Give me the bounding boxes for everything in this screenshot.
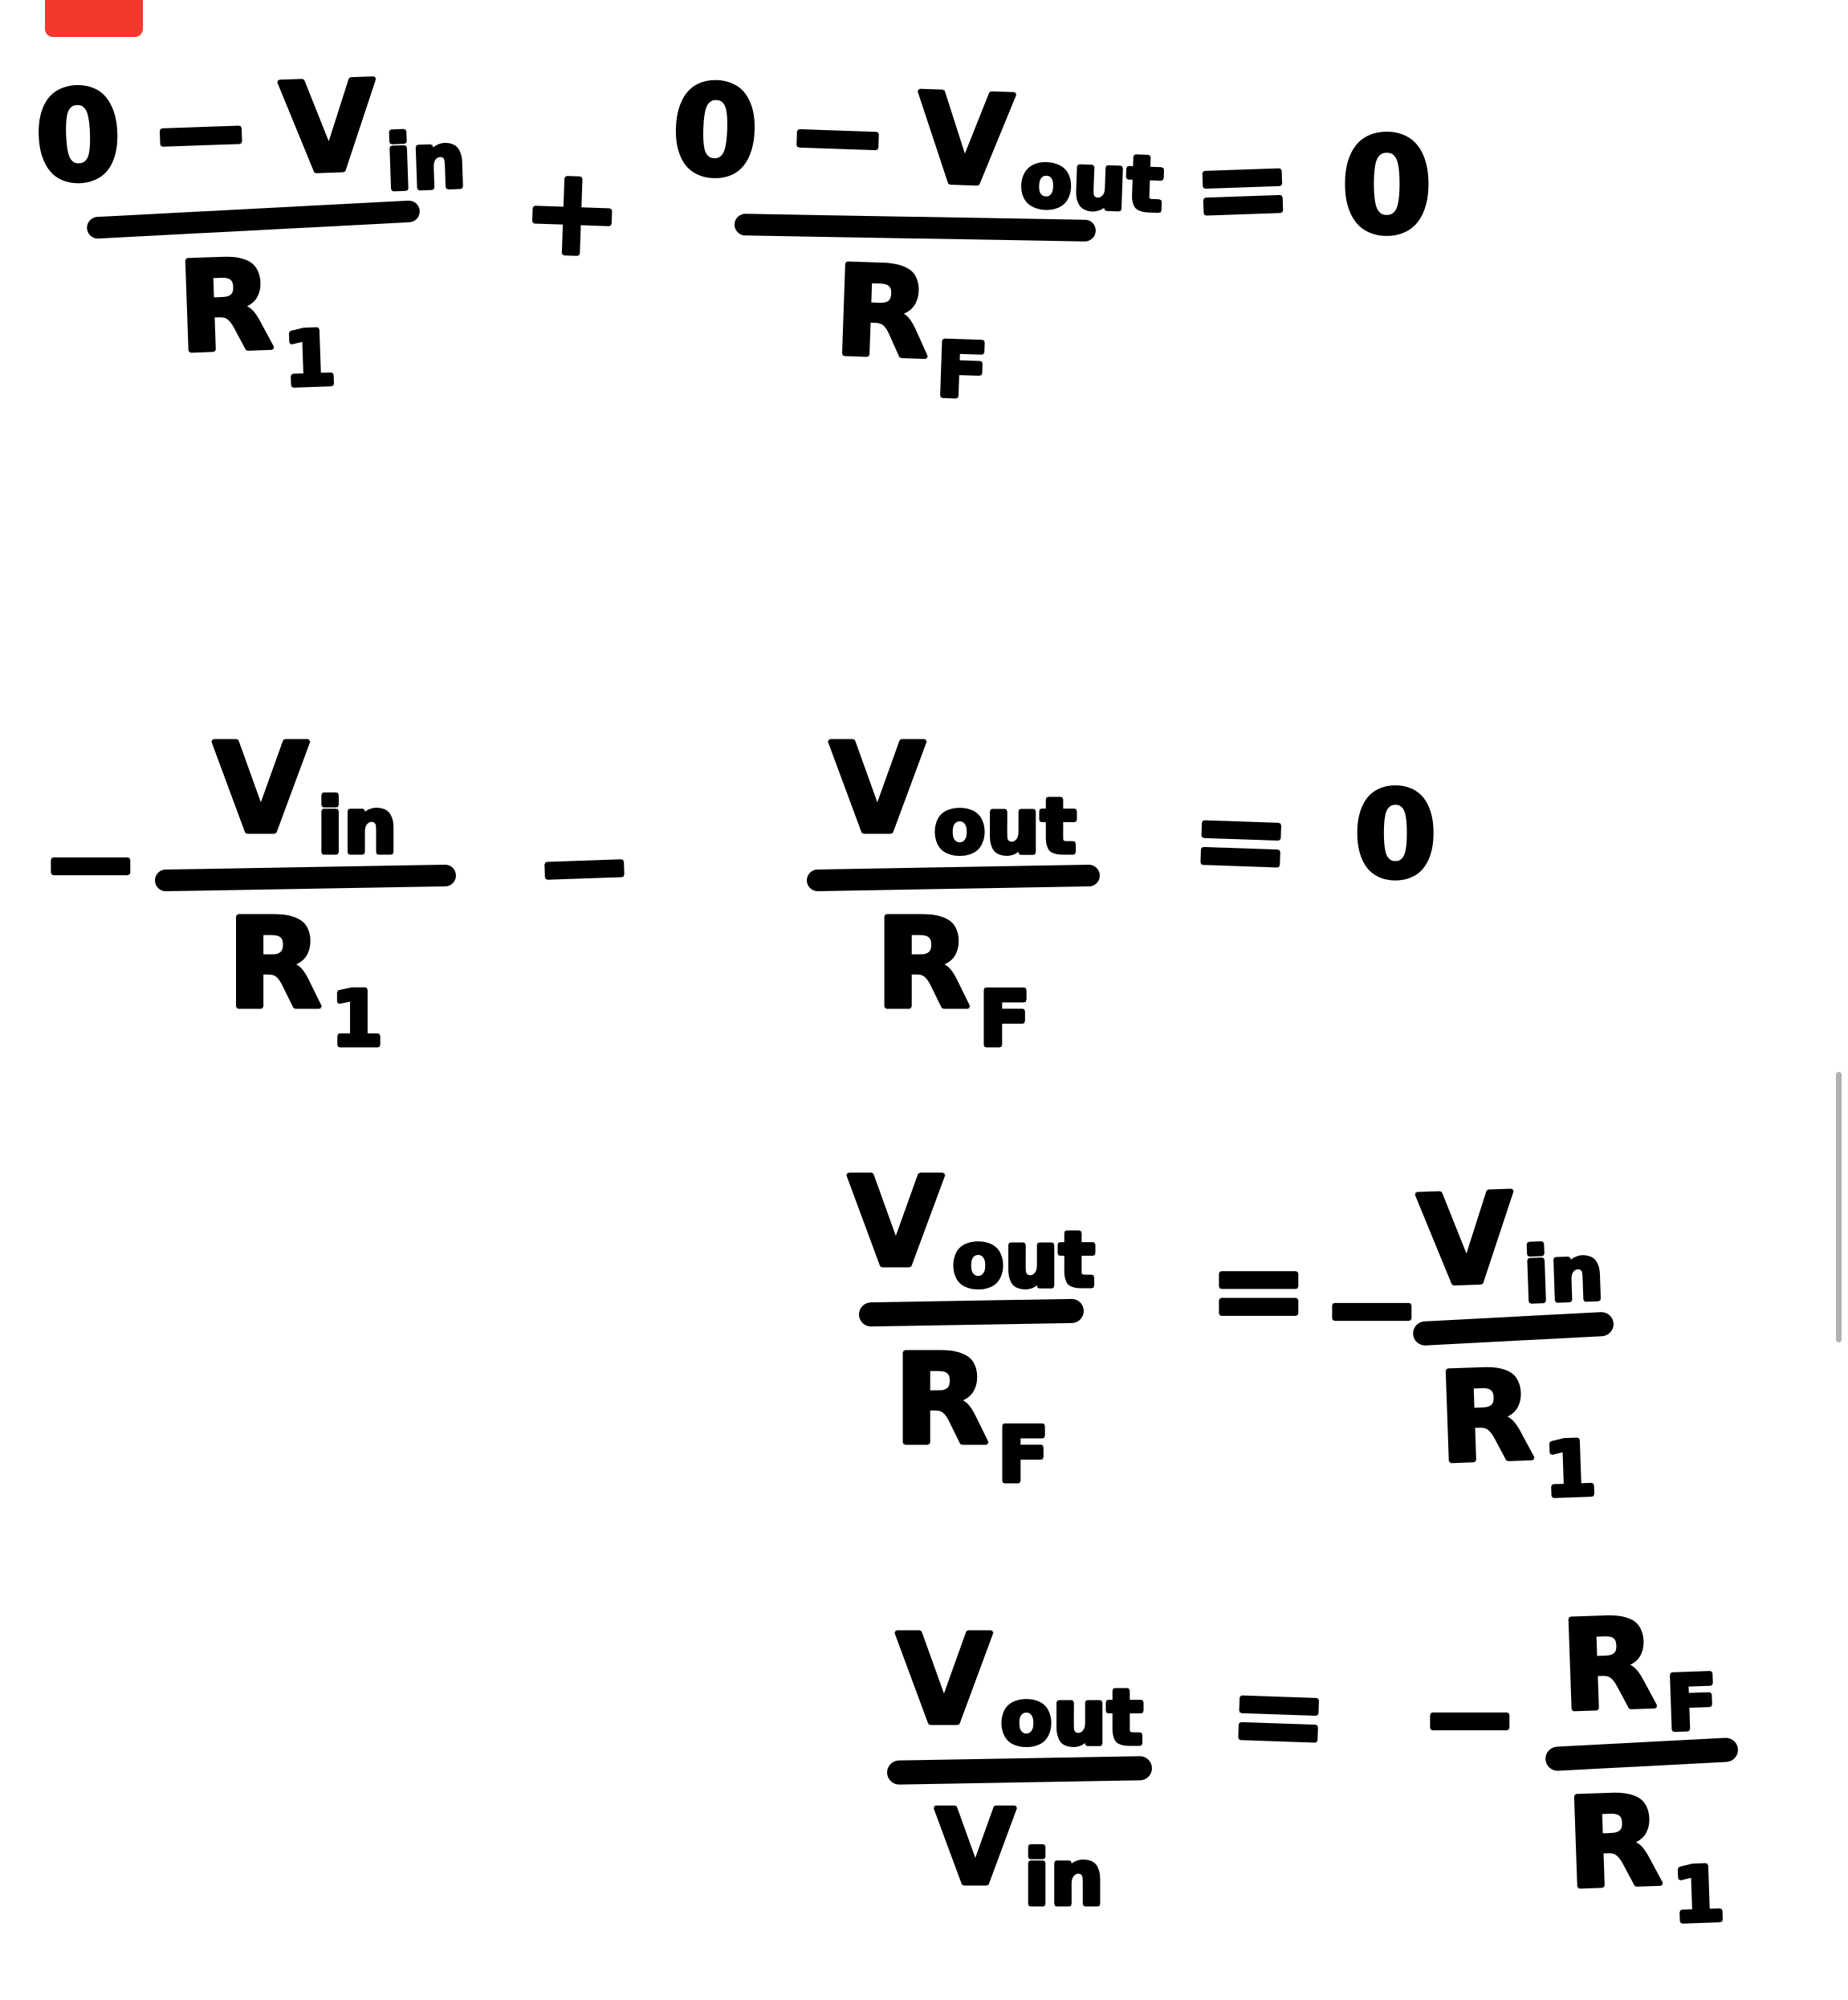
- variable-r: R: [1564, 1768, 1665, 1917]
- subscript-in: in: [384, 116, 468, 209]
- eq3-fraction-lhs: V out R F: [803, 1150, 1140, 1494]
- fraction-bar: [86, 200, 420, 239]
- fraction-bar: [154, 864, 456, 892]
- equals-sign: =: [1190, 116, 1296, 261]
- denominator: R F: [893, 1327, 1049, 1494]
- variable-r: R: [174, 232, 276, 381]
- numerator: V out: [847, 1150, 1095, 1299]
- recording-indicator[interactable]: [45, 0, 143, 37]
- subscript-f: F: [979, 976, 1032, 1064]
- eq2-fraction-vout: V out R F: [744, 716, 1162, 1058]
- denominator: R 1: [1564, 1768, 1727, 1941]
- subscript-out: out: [999, 1674, 1144, 1762]
- subscript-out: out: [1018, 136, 1165, 230]
- fraction-bar: [858, 1298, 1085, 1327]
- fraction-bar: [1545, 1737, 1739, 1772]
- subscript-in: in: [1521, 1229, 1606, 1321]
- scrollbar-thumb[interactable]: [1836, 1072, 1842, 1342]
- variable-r: R: [1557, 1591, 1659, 1740]
- subscript-1: 1: [1541, 1424, 1598, 1515]
- numerator: V out: [828, 716, 1077, 866]
- numerator: V in: [1414, 1165, 1606, 1321]
- minus-sign: −: [1321, 1239, 1423, 1379]
- subscript-f: F: [934, 326, 990, 417]
- subscript-1: 1: [330, 976, 384, 1064]
- numerator: V in: [212, 716, 397, 866]
- minus-sign: −: [40, 793, 141, 933]
- denominator: R F: [831, 238, 992, 417]
- zero-digit: 0: [1353, 766, 1438, 906]
- subscript-f: F: [1664, 1658, 1720, 1749]
- eq4-fraction-rhs: R F R 1: [1484, 1591, 1800, 1941]
- zero-digit: 0: [669, 57, 761, 206]
- plus-sign: +: [519, 141, 625, 285]
- denominator: R 1: [1435, 1342, 1598, 1515]
- fraction-bar: [1412, 1311, 1614, 1346]
- minus-sign: −: [1419, 1648, 1520, 1788]
- variable-v: V: [847, 1150, 944, 1295]
- eq4-fraction-lhs: V out V in: [835, 1607, 1204, 1917]
- variable-r: R: [874, 891, 971, 1037]
- numerator: 0 − V out: [669, 57, 1166, 229]
- fraction-bar: [886, 1756, 1153, 1785]
- subscript-1: 1: [281, 314, 338, 405]
- eq3-fraction-rhs: V in R 1: [1340, 1165, 1687, 1515]
- variable-v: V: [1414, 1165, 1517, 1315]
- numerator: V out: [895, 1607, 1143, 1757]
- denominator: R F: [874, 891, 1031, 1058]
- subscript-in: in: [1024, 1835, 1105, 1923]
- eq1-fraction-rhs: 0 − V out R F: [670, 57, 1165, 417]
- fraction-bar: [806, 864, 1100, 892]
- numerator: 0 − V in: [32, 53, 468, 211]
- subscript-out: out: [933, 783, 1077, 871]
- eq2-fraction-vin: V in R 1: [96, 716, 514, 1058]
- variable-v: V: [277, 53, 380, 202]
- variable-v: V: [914, 66, 1016, 215]
- eq1-fraction-lhs: 0 − V in R 1: [32, 54, 467, 405]
- subscript-in: in: [316, 783, 398, 871]
- denominator: R 1: [226, 891, 383, 1058]
- numerator: R F: [1557, 1591, 1720, 1749]
- subscript-f: F: [997, 1411, 1050, 1500]
- denominator: R 1: [174, 232, 338, 405]
- variable-v: V: [828, 716, 926, 862]
- variable-r: R: [893, 1327, 990, 1473]
- equals-sign: =: [1226, 1644, 1332, 1788]
- fraction-bar: [734, 214, 1097, 242]
- variable-r: R: [1435, 1342, 1537, 1492]
- zero-digit: 0: [32, 62, 124, 211]
- variable-v: V: [895, 1607, 992, 1753]
- subscript-out: out: [951, 1216, 1096, 1305]
- variable-v: V: [212, 716, 309, 862]
- minus-sign: −: [783, 61, 893, 210]
- variable-r: R: [226, 891, 323, 1037]
- variable-v: V: [934, 1786, 1016, 1908]
- minus-sign: −: [531, 794, 637, 939]
- subscript-1: 1: [1670, 1850, 1727, 1941]
- variable-r: R: [831, 238, 933, 387]
- denominator: V in: [934, 1786, 1105, 1917]
- zero-digit: 0: [1341, 109, 1433, 263]
- equals-sign: =: [1208, 1220, 1309, 1360]
- minus-sign: −: [146, 57, 256, 207]
- equals-sign: =: [1188, 768, 1294, 913]
